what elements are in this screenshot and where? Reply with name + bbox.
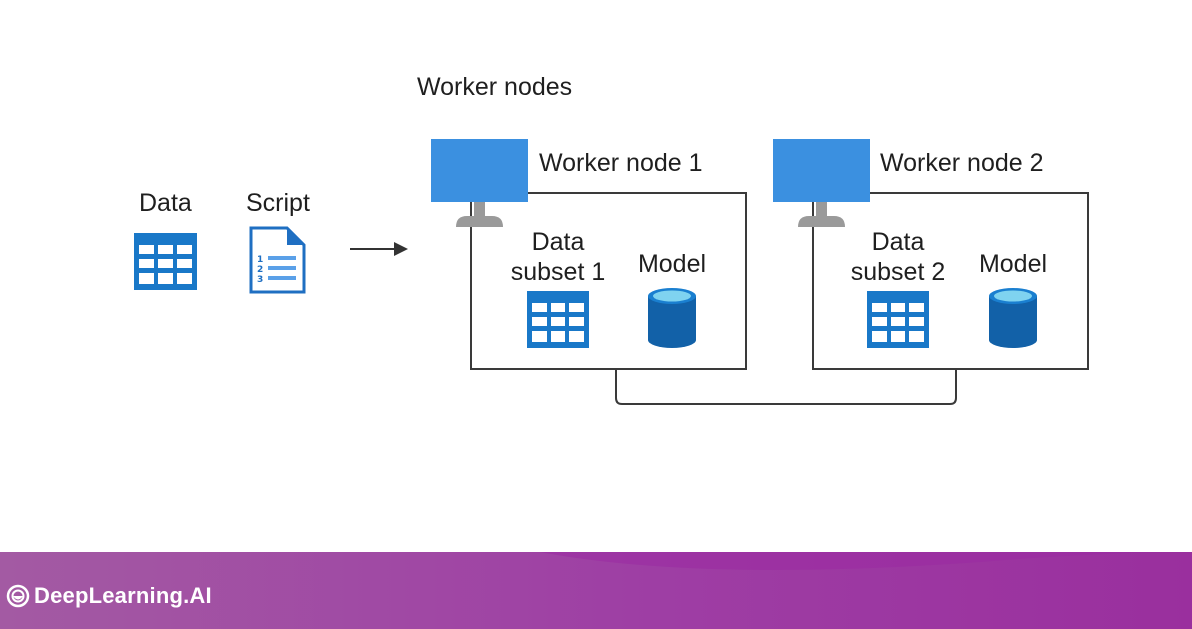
table-icon [527,291,589,348]
data-subset-2-line2: subset 2 [850,258,946,286]
brand-name: DeepLearning.AI [34,583,212,608]
table-icon [867,291,929,348]
brand-logo-icon [6,584,30,608]
model-2-label: Model [978,250,1048,278]
model-1-label: Model [637,250,707,278]
document-list-icon: 1 2 3 [249,226,306,294]
svg-text:3: 3 [257,275,263,285]
worker-node-1-box [470,192,747,370]
svg-text:1: 1 [257,255,263,265]
data-subset-1-line2: subset 1 [510,258,606,286]
worker-node-2-box [812,192,1089,370]
node-connector [615,369,957,405]
monitor-icon [431,139,528,229]
arrow-right-icon [350,241,410,257]
data-subset-1-line1: Data [531,228,585,256]
database-icon [648,287,696,349]
monitor-icon [773,139,870,229]
script-label: Script [246,189,310,217]
worker-node-1-label: Worker node 1 [539,149,703,177]
table-icon [134,233,197,290]
footer-band [0,552,1192,629]
worker-node-2-label: Worker node 2 [880,149,1044,177]
database-icon [989,287,1037,349]
diagram-title: Worker nodes [417,73,573,101]
svg-text:2: 2 [257,265,263,275]
data-label: Data [139,189,192,217]
data-subset-2-line1: Data [871,228,925,256]
